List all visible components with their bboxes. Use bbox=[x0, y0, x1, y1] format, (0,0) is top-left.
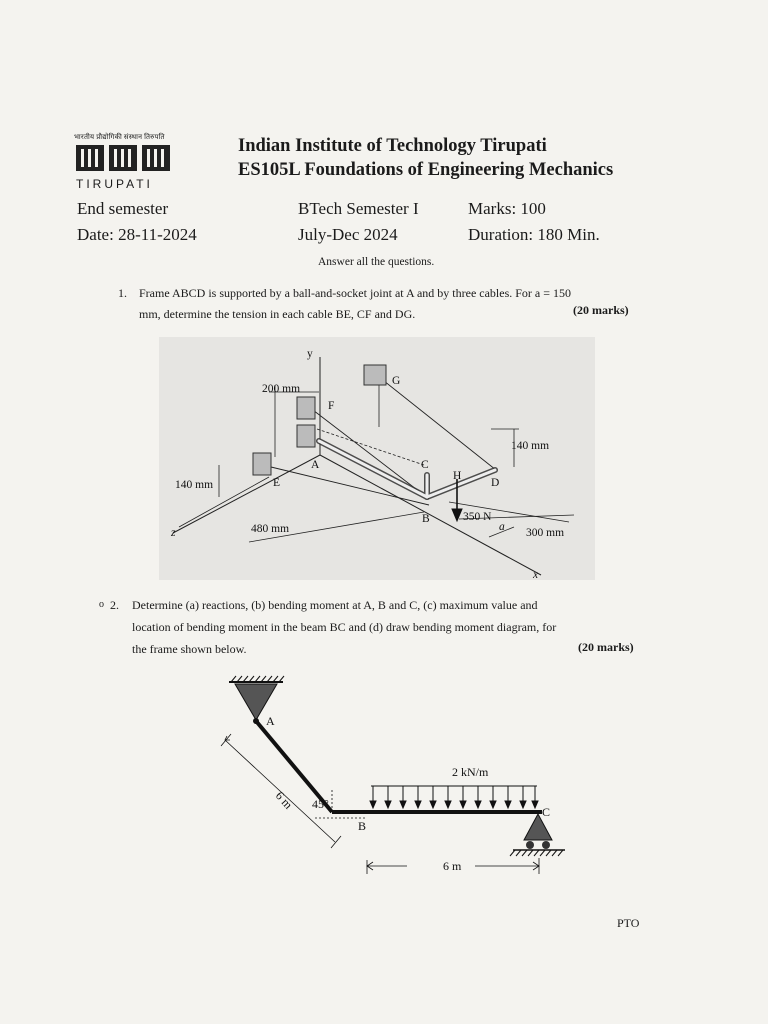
x-axis-label: x bbox=[532, 569, 539, 580]
q1-frame-figure: y x z 200 mm 140 mm 140 mm 480 mm 300 mm… bbox=[159, 337, 595, 581]
q1-text-line1: Frame ABCD is supported by a ball-and-so… bbox=[139, 286, 572, 300]
udl-load: 2 kN/m bbox=[452, 765, 489, 779]
angle-45: 45° bbox=[312, 797, 329, 811]
dim-200mm: 200 mm bbox=[262, 383, 300, 395]
dim-ab-6m: 6 m bbox=[273, 789, 296, 812]
q2-text-line2: location of bending moment in the beam B… bbox=[132, 620, 557, 634]
dim-a: a bbox=[499, 521, 505, 533]
dim-480mm: 480 mm bbox=[251, 523, 289, 535]
exam-date: Date: 28-11-2024 bbox=[77, 225, 197, 244]
q2-frame-figure: A B C 2 kN/m 6 m 45° 6 m bbox=[220, 675, 565, 874]
label-c: C bbox=[542, 805, 550, 819]
dim-140mm-right: 140 mm bbox=[511, 440, 549, 452]
label-b: B bbox=[422, 513, 430, 525]
label-a: A bbox=[311, 459, 320, 471]
label-c: C bbox=[421, 459, 429, 471]
label-a: A bbox=[266, 714, 275, 728]
institute-name: Indian Institute of Technology Tirupati bbox=[238, 136, 547, 156]
q2-marks: (20 marks) bbox=[578, 640, 634, 654]
q2-text-line3: the frame shown below. bbox=[132, 642, 247, 656]
q2-bullet: o bbox=[99, 599, 104, 610]
q1-text-line2: mm, determine the tension in each cable … bbox=[139, 307, 416, 321]
instruction: Answer all the questions. bbox=[318, 256, 435, 268]
q2-text-line1: Determine (a) reactions, (b) bending mom… bbox=[132, 598, 538, 612]
total-marks: Marks: 100 bbox=[468, 199, 546, 218]
label-b: B bbox=[358, 819, 366, 833]
logo-hindi-text: भारतीय प्रौद्योगिकी संस्थान तिरुपति bbox=[74, 133, 165, 141]
q2-number: 2. bbox=[110, 598, 119, 612]
dim-bc-6m: 6 m bbox=[443, 859, 462, 873]
q1-figure-svg: y x z 200 mm 140 mm 140 mm 480 mm 300 mm… bbox=[170, 348, 575, 581]
exam-type: End semester bbox=[77, 199, 169, 218]
label-g: G bbox=[392, 375, 400, 387]
label-f: F bbox=[328, 400, 334, 412]
pto: PTO bbox=[617, 916, 640, 930]
program: BTech Semester I bbox=[298, 199, 419, 218]
logo-mark-icon bbox=[76, 145, 170, 171]
dim-300mm: 300 mm bbox=[526, 527, 564, 539]
label-h: H bbox=[453, 470, 461, 482]
iit-tirupati-logo: भारतीय प्रौद्योगिकी संस्थान तिरुपति TIRU… bbox=[74, 133, 174, 193]
logo-name: TIRUPATI bbox=[76, 177, 153, 191]
z-axis-label: z bbox=[170, 527, 176, 539]
y-axis-label: y bbox=[307, 348, 313, 360]
label-d: D bbox=[491, 477, 499, 489]
label-e: E bbox=[273, 477, 280, 489]
course-title: ES105L Foundations of Engineering Mechan… bbox=[238, 160, 614, 180]
q1-number: 1. bbox=[118, 286, 127, 300]
session: July-Dec 2024 bbox=[298, 225, 398, 244]
duration: Duration: 180 Min. bbox=[468, 225, 600, 244]
dim-140mm-left: 140 mm bbox=[175, 479, 213, 491]
q1-marks: (20 marks) bbox=[573, 303, 629, 317]
load-350n: 350 N bbox=[463, 511, 492, 523]
